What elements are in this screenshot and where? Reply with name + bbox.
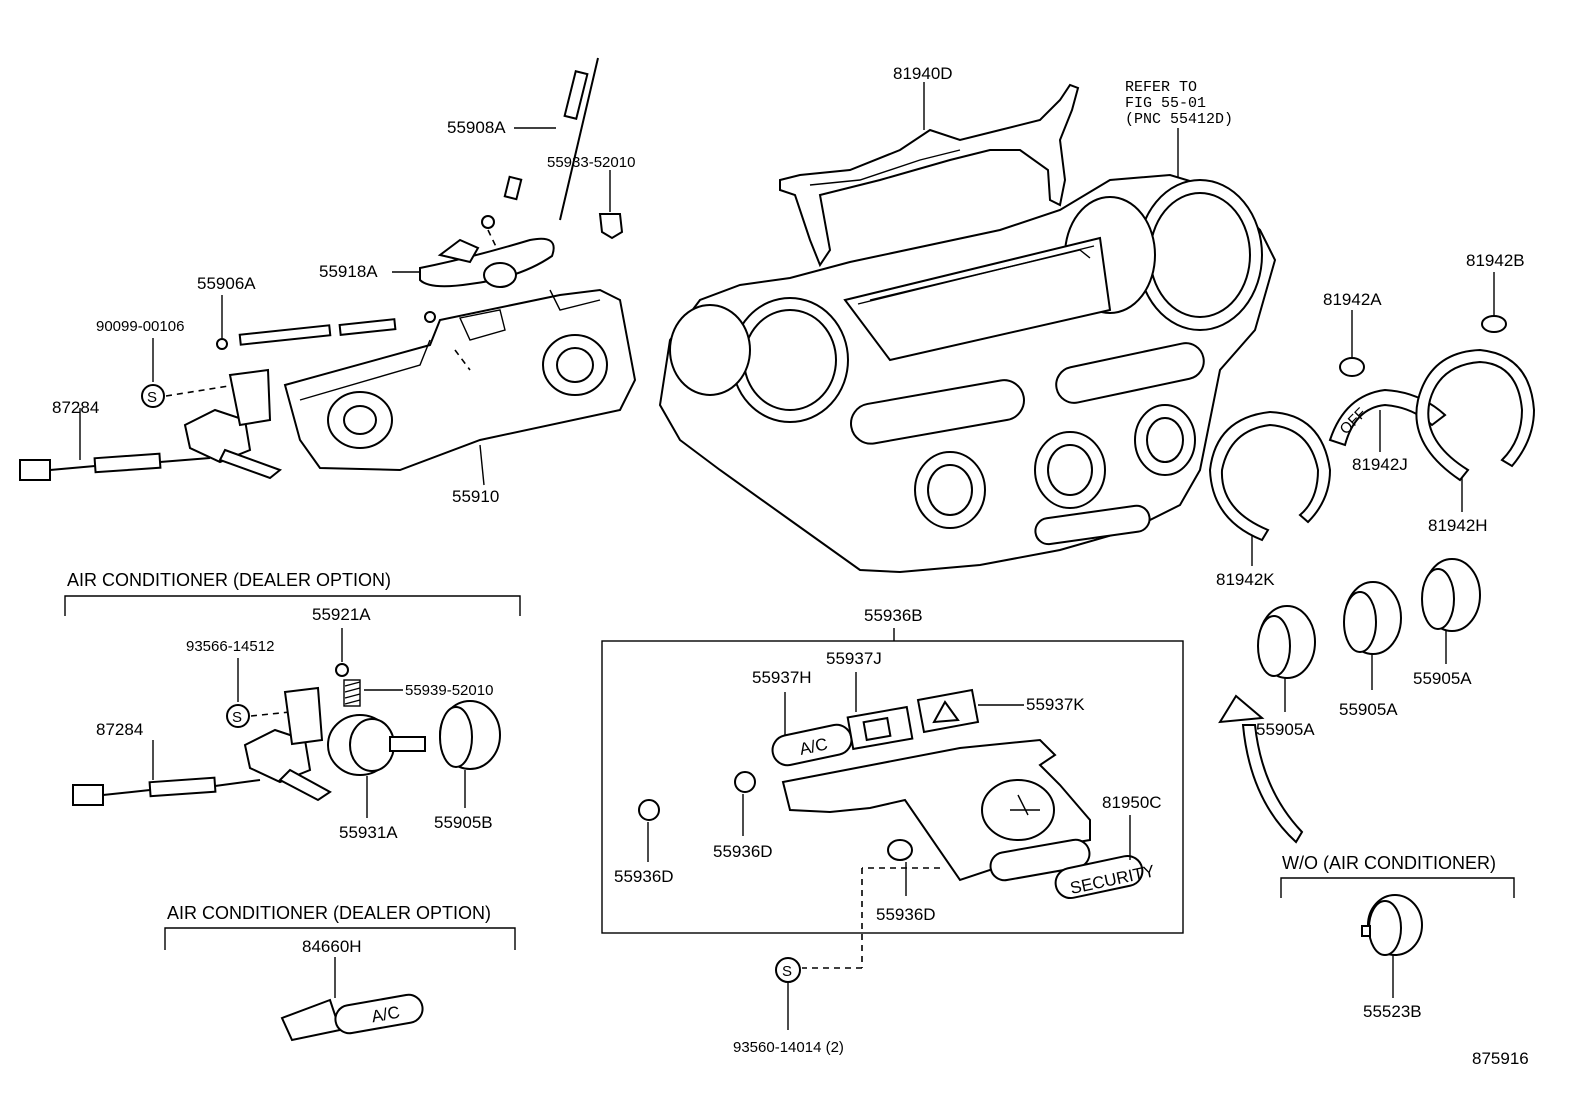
ac-switch-84660H: A/C	[280, 993, 424, 1042]
label-93566-14512: 93566-14512	[186, 638, 274, 655]
label-55936D-c: 55936D	[876, 905, 936, 924]
box-55936B	[601, 640, 1184, 934]
label-81940D: 81940D	[893, 64, 953, 83]
svg-text:S: S	[147, 389, 157, 406]
label-55937J: 55937J	[826, 649, 882, 668]
ring-81942H	[1415, 348, 1536, 512]
section-ac-dealer-option-1: AIR CONDITIONER (DEALER OPTION)	[67, 570, 391, 590]
label-55906A: 55906A	[197, 274, 256, 293]
label-refer-1: REFER TO	[1125, 79, 1197, 96]
control-assembly-55910	[283, 288, 637, 472]
ring-81942K	[1208, 410, 1332, 566]
label-55905A-3: 55905A	[1413, 669, 1472, 688]
label-55936D-b: 55936D	[713, 842, 773, 861]
label-81942J: 81942J	[1352, 455, 1408, 474]
rod-55906A	[216, 311, 436, 350]
harness-87284-top	[19, 368, 283, 481]
lever-55918A	[419, 237, 555, 288]
bracket-81940D	[779, 83, 1080, 268]
label-55937K: 55937K	[1026, 695, 1085, 714]
spring-55939-52010	[343, 679, 361, 707]
label-81942K: 81942K	[1216, 570, 1275, 589]
harness-87284-mid	[72, 686, 332, 806]
switch-buttons: A/C	[771, 688, 980, 767]
figure-number: 875916	[1472, 1049, 1529, 1068]
label-93560-14014: 93560-14014 (2)	[733, 1039, 844, 1056]
clip-81942A	[1339, 310, 1365, 377]
label-87284-top: 87284	[52, 398, 99, 417]
switch-55931A	[327, 714, 426, 818]
clip-55933-52010	[598, 170, 624, 240]
svg-text:S: S	[232, 709, 242, 726]
label-55921A: 55921A	[312, 605, 371, 624]
panel-81950C-assembly: S SECURITY	[781, 738, 1156, 900]
label-55905A-2: 55905A	[1339, 700, 1398, 719]
label-81950C: 81950C	[1102, 793, 1162, 812]
instrument-panel-bezel	[658, 173, 1277, 574]
label-84660H: 84660H	[302, 937, 362, 956]
clip-81942B	[1481, 272, 1507, 333]
label-refer-2: FIG 55-01	[1125, 95, 1206, 112]
label-55918A: 55918A	[319, 262, 378, 281]
label-55910: 55910	[452, 487, 499, 506]
label-55908A: 55908A	[447, 118, 506, 137]
svg-text:A/C: A/C	[370, 1003, 401, 1027]
section-ac-dealer-option-2: AIR CONDITIONER (DEALER OPTION)	[167, 903, 491, 923]
label-55933-52010: 55933-52010	[547, 154, 635, 171]
cap-55523B	[1361, 894, 1423, 998]
label-55936D-a: 55936D	[614, 867, 674, 886]
bulbs-55936D	[638, 771, 913, 896]
label-81942B: 81942B	[1466, 251, 1525, 270]
label-81942A: 81942A	[1323, 290, 1382, 309]
label-55936B: 55936B	[864, 606, 923, 625]
section-wo-ac: W/O (AIR CONDITIONER)	[1282, 853, 1496, 873]
label-refer-3: (PNC 55412D)	[1125, 111, 1233, 128]
svg-text:S: S	[782, 963, 792, 980]
s-mark-mid: S	[226, 704, 250, 728]
label-55937H: 55937H	[752, 668, 812, 687]
arrow-up	[1218, 694, 1304, 844]
knob-55905B	[439, 700, 501, 808]
label-55939-52010: 55939-52010	[405, 682, 493, 699]
label-87284-mid: 87284	[96, 720, 143, 739]
label-55523B: 55523B	[1363, 1002, 1422, 1021]
label-90099-00106: 90099-00106	[96, 318, 184, 335]
knobs-55905A	[1257, 558, 1481, 712]
label-55905A-1: 55905A	[1256, 720, 1315, 739]
label-81942H: 81942H	[1428, 516, 1488, 535]
label-55931A: 55931A	[339, 823, 398, 842]
label-55905B: 55905B	[434, 813, 493, 832]
s-mark-bottom: S	[775, 957, 801, 983]
s-mark-top: S	[141, 384, 165, 408]
